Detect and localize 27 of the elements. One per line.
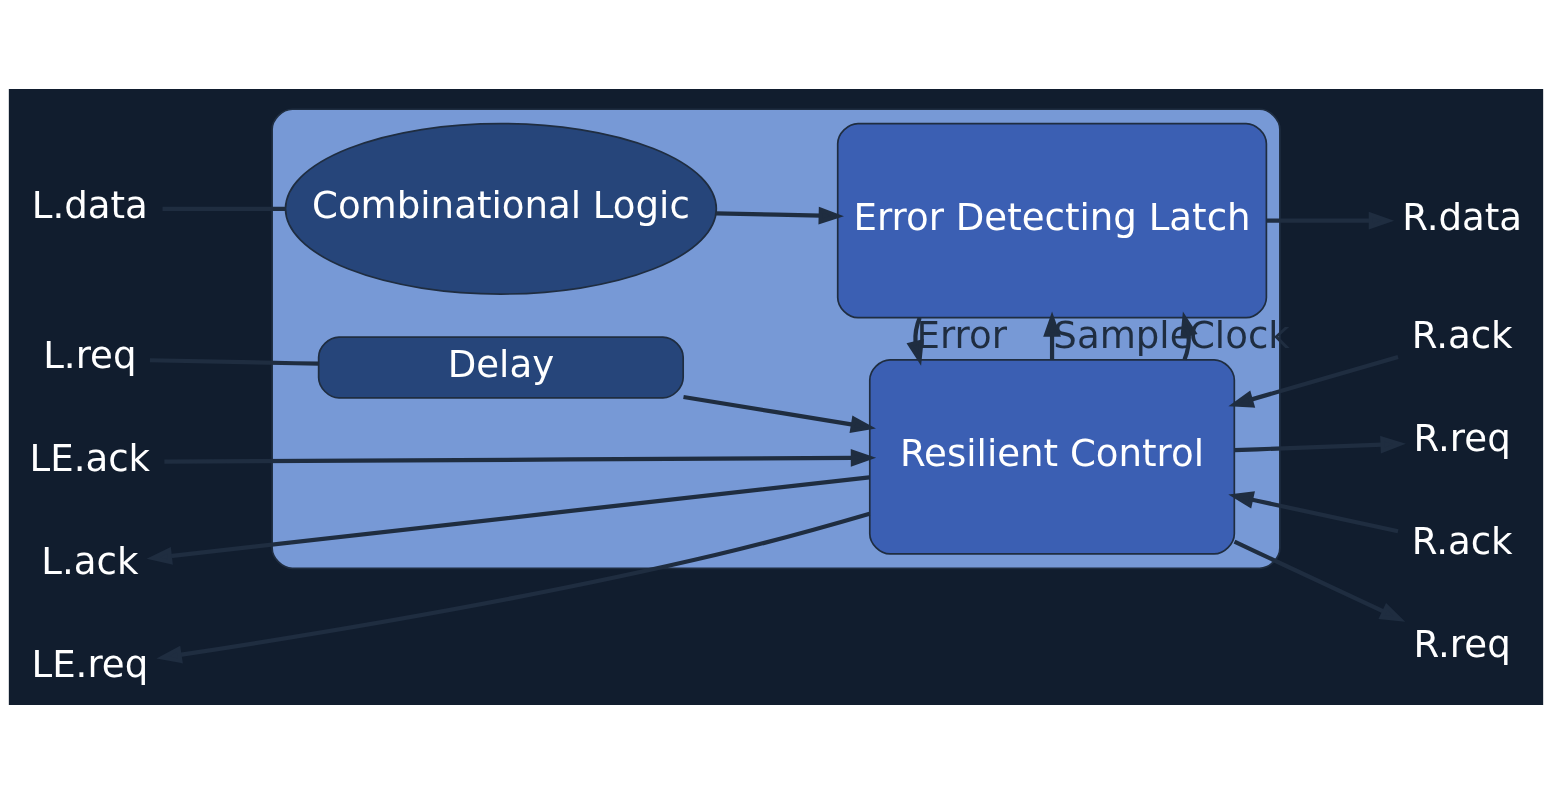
arrow — [906, 317, 924, 366]
arrow — [156, 511, 871, 664]
arrow — [683, 394, 876, 434]
node-text: L.data — [31, 184, 148, 228]
node-text: LE.ack — [29, 437, 151, 481]
arrow — [164, 449, 877, 467]
node-text: LE.req — [31, 643, 149, 687]
arrow — [1228, 491, 1399, 534]
node-box: Resilient Control — [868, 359, 1236, 555]
node-text: R.data — [1402, 196, 1523, 240]
connector — [162, 206, 286, 211]
node-text: R.ack — [1411, 314, 1513, 358]
arrow — [1228, 354, 1399, 408]
node-ellipse: Combinational Logic — [284, 122, 718, 295]
node-box: Error Detecting Latch — [836, 122, 1268, 319]
connector — [149, 358, 319, 366]
node-text: L.req — [43, 334, 137, 378]
node-text: L.ack — [41, 540, 139, 584]
arrow — [715, 206, 844, 225]
arrow — [1234, 435, 1406, 454]
node-box: Delay — [317, 336, 685, 399]
arrow — [1233, 539, 1406, 622]
node-text: R.ack — [1411, 520, 1513, 564]
arrow — [1266, 211, 1395, 230]
node-text: R.req — [1413, 623, 1511, 667]
arrow — [146, 475, 870, 565]
node-text: R.req — [1413, 417, 1511, 461]
